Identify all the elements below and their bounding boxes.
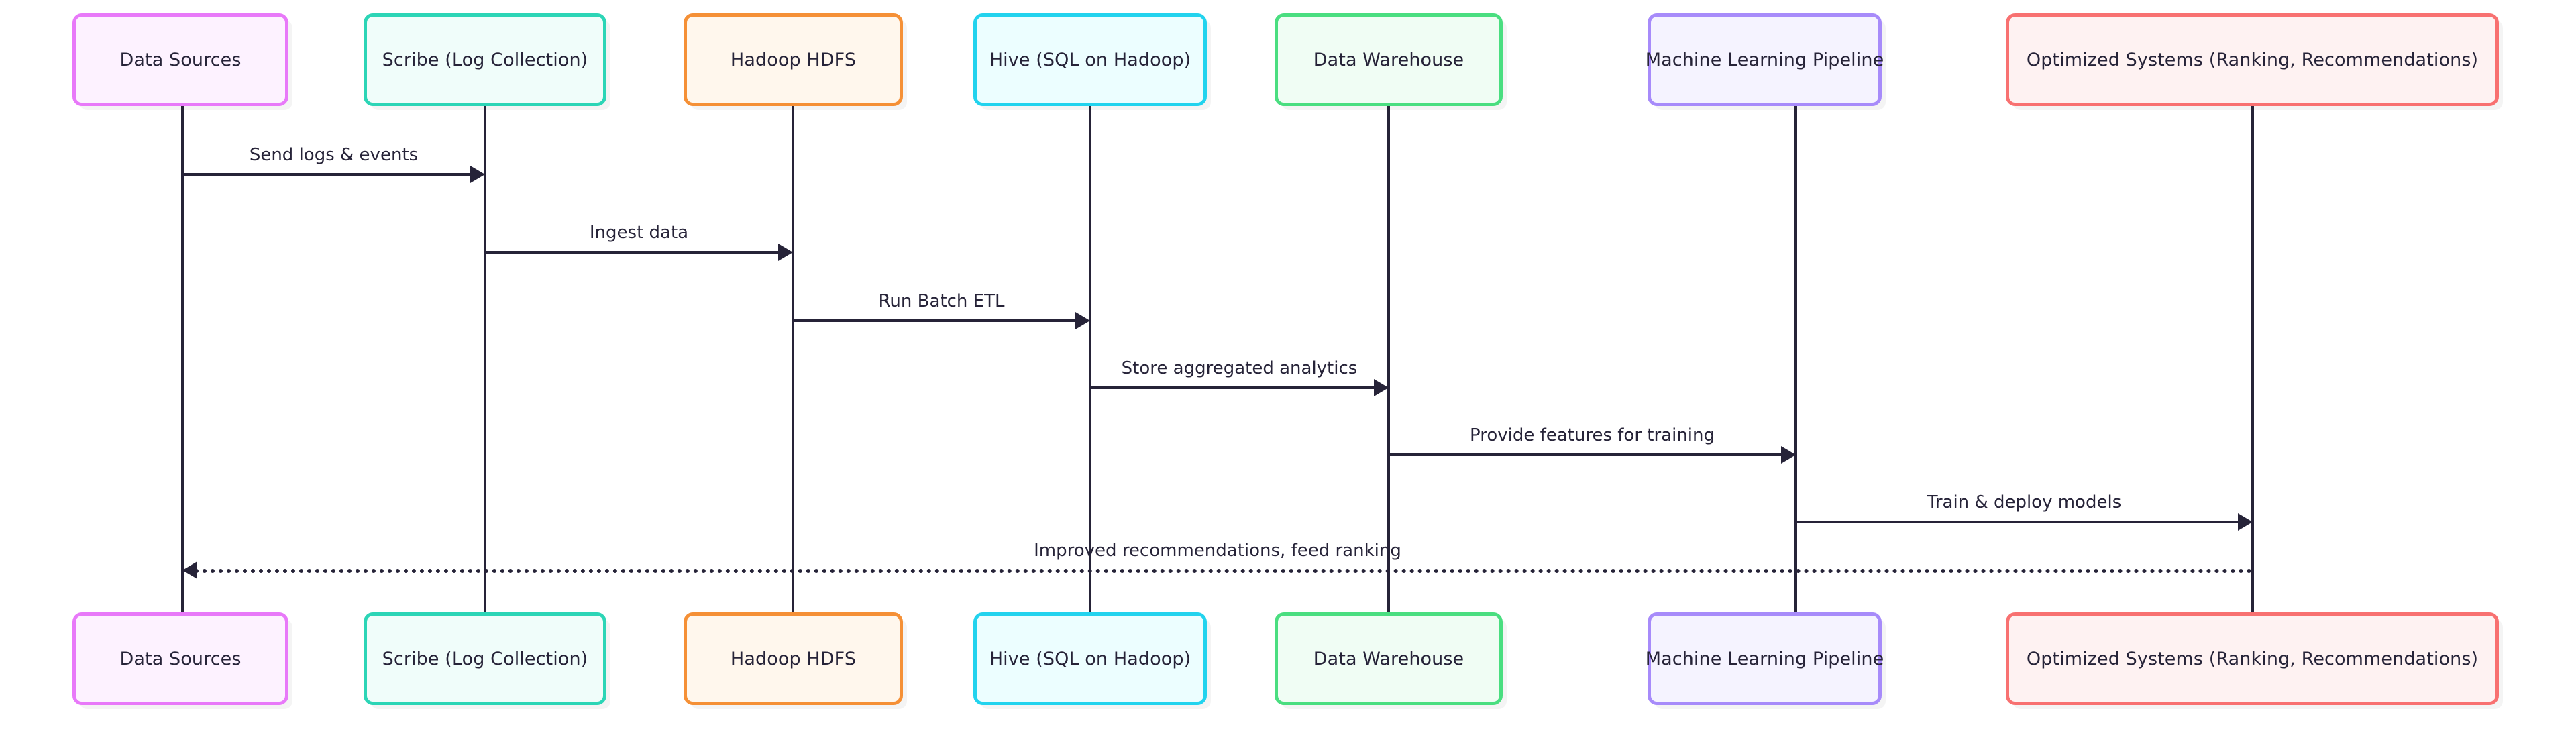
lifeline-optimized-systems: [2251, 106, 2254, 612]
message-label-improved-recommendations: Improved recommendations, feed ranking: [1034, 541, 1401, 561]
message-label-ingest-data: Ingest data: [589, 223, 689, 243]
participant-box-scribe-top[interactable]: Scribe (Log Collection): [364, 13, 606, 106]
participant-label-optimized-systems-top: Optimized Systems (Ranking, Recommendati…: [2026, 49, 2479, 70]
message-arrowhead-run-batch-etl: [1075, 312, 1090, 329]
participant-box-data-sources-bottom[interactable]: Data Sources: [72, 612, 288, 705]
participant-box-hadoop-hdfs-bottom[interactable]: Hadoop HDFS: [684, 612, 903, 705]
participant-box-data-warehouse-top[interactable]: Data Warehouse: [1275, 13, 1503, 106]
participant-box-data-sources-top[interactable]: Data Sources: [72, 13, 288, 106]
participant-box-ml-pipeline-top[interactable]: Machine Learning Pipeline: [1645, 13, 1884, 106]
message-label-store-aggregated-analytics: Store aggregated analytics: [1121, 358, 1358, 378]
message-arrowhead-ingest-data: [778, 244, 793, 261]
lifeline-hive: [1089, 106, 1091, 612]
participant-box-optimized-systems-top[interactable]: Optimized Systems (Ranking, Recommendati…: [2006, 13, 2499, 106]
message-arrowhead-provide-features-training: [1781, 446, 1796, 464]
participant-label-hive-bottom: Hive (SQL on Hadoop): [989, 648, 1191, 669]
message-line-store-aggregated-analytics: [1090, 386, 1377, 389]
message-line-ingest-data: [485, 251, 781, 254]
participant-label-scribe-bottom: Scribe (Log Collection): [382, 648, 588, 669]
participant-box-ml-pipeline-bottom[interactable]: Machine Learning Pipeline: [1645, 612, 1884, 705]
participant-label-hadoop-hdfs-top: Hadoop HDFS: [730, 49, 857, 70]
participant-box-data-warehouse-bottom[interactable]: Data Warehouse: [1275, 612, 1503, 705]
message-line-send-logs-events: [182, 173, 473, 176]
lifeline-data-warehouse: [1387, 106, 1390, 612]
participant-label-data-sources-top: Data Sources: [119, 49, 241, 70]
participant-label-ml-pipeline-bottom: Machine Learning Pipeline: [1645, 648, 1884, 669]
message-arrowhead-store-aggregated-analytics: [1374, 379, 1389, 396]
participant-label-data-sources-bottom: Data Sources: [119, 648, 241, 669]
message-arrowhead-train-deploy-models: [2238, 513, 2253, 531]
message-label-run-batch-etl: Run Batch ETL: [878, 291, 1005, 311]
participant-box-hive-bottom[interactable]: Hive (SQL on Hadoop): [973, 612, 1207, 705]
message-label-send-logs-events: Send logs & events: [249, 145, 419, 165]
participant-box-optimized-systems-bottom[interactable]: Optimized Systems (Ranking, Recommendati…: [2006, 612, 2499, 705]
message-label-train-deploy-models: Train & deploy models: [1927, 492, 2122, 513]
lifeline-ml-pipeline: [1794, 106, 1797, 612]
participant-label-hadoop-hdfs-bottom: Hadoop HDFS: [730, 648, 857, 669]
message-line-run-batch-etl: [793, 319, 1078, 322]
message-label-provide-features-training: Provide features for training: [1469, 425, 1715, 445]
participant-label-scribe-top: Scribe (Log Collection): [382, 49, 588, 70]
message-line-improved-recommendations: [195, 569, 2253, 573]
participant-label-data-warehouse-bottom: Data Warehouse: [1313, 648, 1464, 669]
participant-box-hadoop-hdfs-top[interactable]: Hadoop HDFS: [684, 13, 903, 106]
lifeline-scribe: [484, 106, 486, 612]
lifeline-data-sources: [181, 106, 184, 612]
message-arrowhead-improved-recommendations: [182, 561, 197, 579]
participant-label-optimized-systems-bottom: Optimized Systems (Ranking, Recommendati…: [2026, 648, 2479, 669]
message-line-train-deploy-models: [1796, 521, 2241, 523]
lifeline-hadoop-hdfs: [792, 106, 794, 612]
participant-box-scribe-bottom[interactable]: Scribe (Log Collection): [364, 612, 606, 705]
message-arrowhead-send-logs-events: [470, 166, 485, 183]
participant-label-data-warehouse-top: Data Warehouse: [1313, 49, 1464, 70]
participant-box-hive-top[interactable]: Hive (SQL on Hadoop): [973, 13, 1207, 106]
participant-label-ml-pipeline-top: Machine Learning Pipeline: [1645, 49, 1884, 70]
message-line-provide-features-training: [1389, 453, 1784, 456]
participant-label-hive-top: Hive (SQL on Hadoop): [989, 49, 1191, 70]
